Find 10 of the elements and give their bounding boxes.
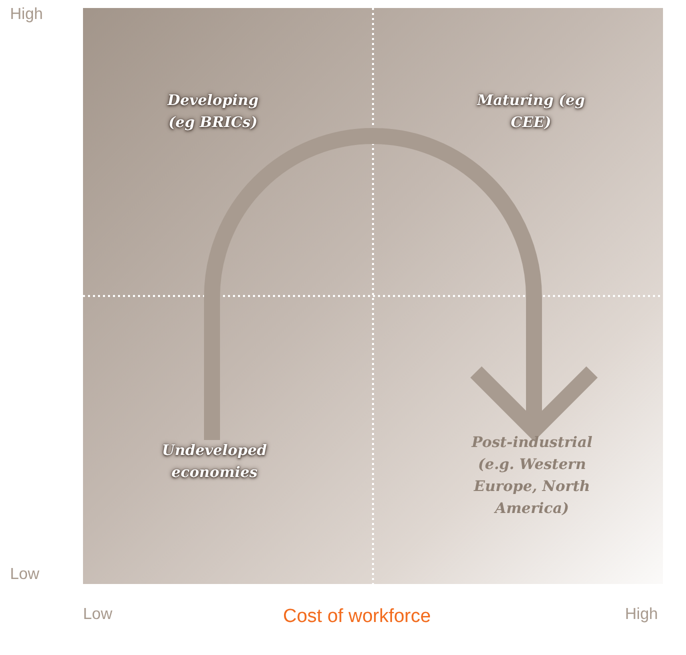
u-turn-arrow: [204, 128, 600, 440]
quadrant-label: Post-industrial (e.g. Western Europe, North America): [457, 432, 607, 520]
axis-title: Cost of workforce: [283, 606, 431, 628]
axis-label: High: [625, 606, 658, 624]
quadrant-label: Maturing (eg CEE): [476, 90, 586, 134]
quadrant-label: Undeveloped economies: [137, 440, 292, 484]
axis-label: High: [10, 6, 43, 24]
axis-label: Low: [83, 606, 112, 624]
axis-label: Low: [10, 566, 40, 584]
quadrant-label: Developing (eg BRICs): [157, 90, 269, 134]
